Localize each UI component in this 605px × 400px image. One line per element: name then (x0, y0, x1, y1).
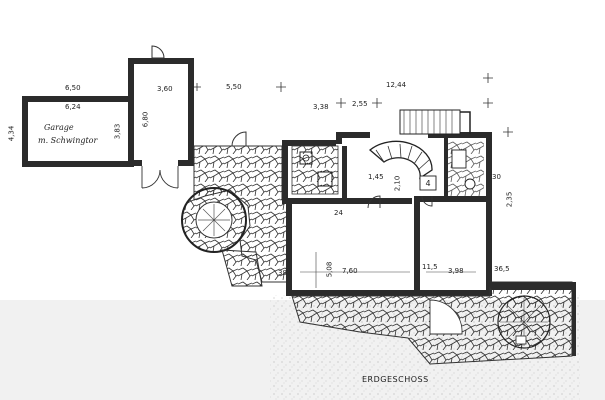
stair-dim-a: 3,38 (313, 103, 329, 111)
entrance-door-swing (231, 131, 247, 147)
garage-outer-depth: 4,34 (7, 125, 16, 142)
hall-width: 1,45 (368, 173, 384, 181)
garage-inner-depth: 3,83 (113, 123, 122, 140)
garage-room-depth: 6,80 (141, 111, 150, 128)
svg-text:4: 4 (425, 179, 430, 188)
dimension-crosses (193, 73, 513, 137)
wall-b: 30 (492, 173, 501, 181)
spiral-stair (368, 140, 433, 180)
living-dimension-line (300, 252, 410, 288)
garage-inner-width: 6,24 (65, 103, 81, 111)
wall-e: 36,5 (494, 265, 510, 273)
garage-door-swing (151, 45, 165, 59)
garage-sublabel: m. Schwingtor (38, 136, 98, 145)
living-width: 7,60 (342, 267, 358, 275)
garage-walls (22, 58, 194, 167)
wall-a: 24 (334, 209, 343, 217)
wall-c: 38 (278, 269, 287, 277)
floor-label: ERDGESCHOSS (362, 375, 429, 384)
straight-stair (399, 109, 461, 135)
kitchen-counter (291, 145, 339, 195)
living-depth: 5,08 (325, 261, 334, 278)
garage-double-door (141, 166, 179, 189)
dining-width: 3,98 (448, 267, 464, 275)
stone-path (221, 249, 263, 287)
hall-depth: 2,10 (393, 175, 402, 192)
stair-dim-b: 2,55 (352, 100, 368, 108)
span-middle: 5,50 (226, 83, 242, 91)
garage-room-width: 3,60 (157, 85, 173, 93)
garage-label: Garage (44, 123, 74, 132)
wall-d: 11,5 (422, 263, 438, 271)
garage-outer-width: 6,50 (65, 84, 81, 92)
interior-door-swings (367, 195, 433, 209)
house-walls (282, 132, 492, 296)
kitchen-depth: 2,35 (505, 191, 514, 208)
span-total: 12,44 (386, 81, 407, 89)
